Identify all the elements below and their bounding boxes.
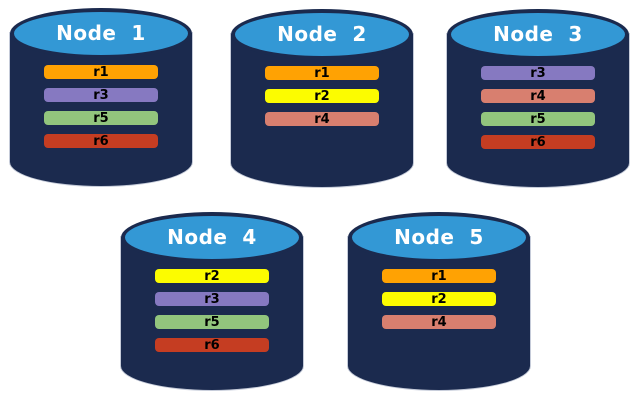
cylinder-top: Node 1 xyxy=(10,8,192,59)
replica-label: r5 xyxy=(93,110,109,126)
replica-bar: r2 xyxy=(155,269,269,283)
replica-label: r4 xyxy=(431,314,447,330)
node-title: Node 2 xyxy=(277,21,367,46)
node-3-cylinder: Node 3 r3 r4 r5 r6 xyxy=(447,9,629,187)
replica-bar: r4 xyxy=(382,315,496,329)
replica-list: r1 r2 r4 xyxy=(231,66,413,126)
replica-bar: r5 xyxy=(481,112,595,126)
node-title: Node 3 xyxy=(493,21,583,46)
node-2-cylinder: Node 2 r1 r2 r4 xyxy=(231,9,413,187)
node-1-cylinder: Node 1 r1 r3 r5 r6 xyxy=(10,8,192,186)
replica-label: r3 xyxy=(93,87,109,103)
replica-label: r6 xyxy=(204,337,220,353)
replica-list: r3 r4 r5 r6 xyxy=(447,66,629,149)
node-5-cylinder: Node 5 r1 r2 r4 xyxy=(348,212,530,390)
replica-bar: r6 xyxy=(44,134,158,148)
replica-list: r1 r2 r4 xyxy=(348,269,530,329)
replica-bar: r1 xyxy=(44,65,158,79)
replica-bar: r3 xyxy=(44,88,158,102)
replica-bar: r1 xyxy=(382,269,496,283)
replica-bar: r2 xyxy=(265,89,379,103)
replica-label: r1 xyxy=(431,268,447,284)
replica-bar: r3 xyxy=(155,292,269,306)
replica-label: r2 xyxy=(204,268,220,284)
replica-list: r1 r3 r5 r6 xyxy=(10,65,192,148)
replica-bar: r5 xyxy=(155,315,269,329)
replica-label: r6 xyxy=(93,133,109,149)
replica-label: r3 xyxy=(204,291,220,307)
replica-label: r5 xyxy=(204,314,220,330)
replica-label: r4 xyxy=(530,88,546,104)
node-4-cylinder: Node 4 r2 r3 r5 r6 xyxy=(121,212,303,390)
replica-label: r4 xyxy=(314,111,330,127)
replica-label: r6 xyxy=(530,134,546,150)
replica-bar: r5 xyxy=(44,111,158,125)
cylinder-top: Node 5 xyxy=(348,212,530,263)
node-title: Node 4 xyxy=(167,224,257,249)
replica-list: r2 r3 r5 r6 xyxy=(121,269,303,352)
replica-label: r1 xyxy=(93,64,109,80)
replica-label: r2 xyxy=(431,291,447,307)
replica-label: r1 xyxy=(314,65,330,81)
replica-bar: r6 xyxy=(155,338,269,352)
node-title: Node 1 xyxy=(56,20,146,45)
cylinder-top: Node 3 xyxy=(447,9,629,60)
replica-bar: r4 xyxy=(481,89,595,103)
replica-bar: r1 xyxy=(265,66,379,80)
replica-bar: r3 xyxy=(481,66,595,80)
replica-label: r2 xyxy=(314,88,330,104)
cylinder-top: Node 4 xyxy=(121,212,303,263)
replica-label: r5 xyxy=(530,111,546,127)
node-title: Node 5 xyxy=(394,224,484,249)
cylinder-top: Node 2 xyxy=(231,9,413,60)
replica-bar: r2 xyxy=(382,292,496,306)
replica-bar: r6 xyxy=(481,135,595,149)
replica-bar: r4 xyxy=(265,112,379,126)
replica-label: r3 xyxy=(530,65,546,81)
